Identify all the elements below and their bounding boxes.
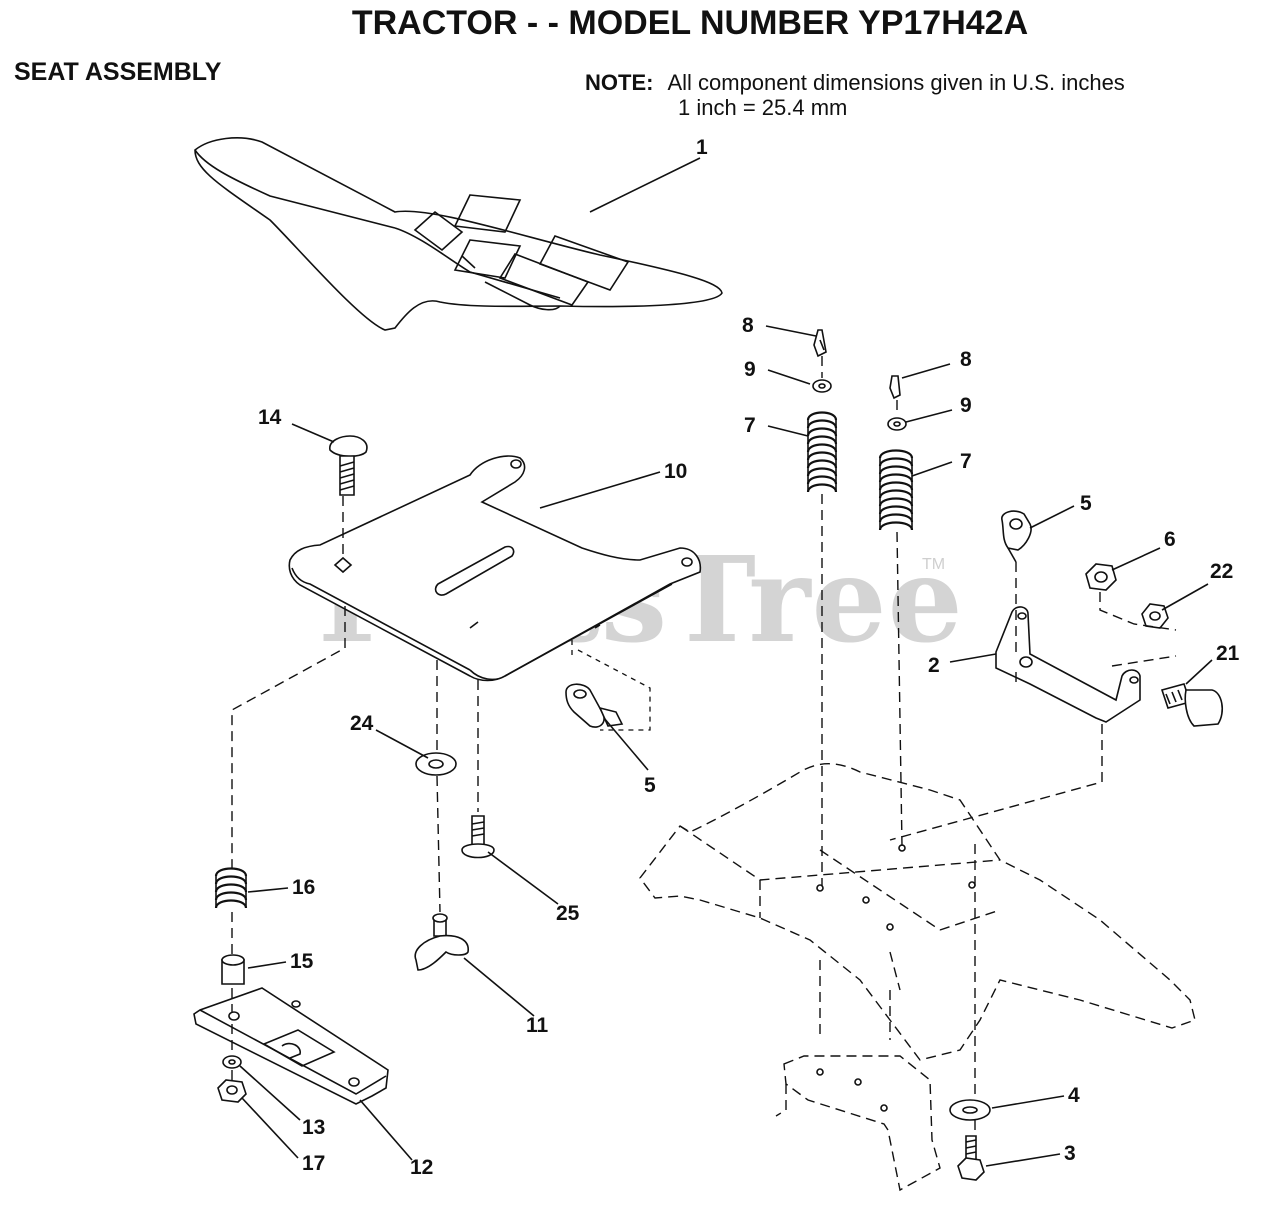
note-line-1: All component dimensions given in U.S. i… [667,70,1125,95]
part-7-spring-left[interactable] [806,411,838,493]
callout-16: 16 [292,876,315,899]
section-title: SEAT ASSEMBLY [14,58,222,86]
callout-17: 17 [302,1152,325,1175]
callout-24: 24 [350,712,374,735]
callout-numbers: 1 10 14 8 9 7 8 9 7 5 6 22 21 2 5 24 25 … [258,136,1240,1179]
part-6-nut[interactable] [1085,563,1117,591]
part-4-washer[interactable] [949,1099,991,1121]
part-5-clip-lower[interactable] [565,683,624,728]
callout-2: 2 [928,654,940,677]
callout-10: 10 [664,460,687,483]
part-8-cotter-pin-right[interactable] [889,375,901,400]
callout-4: 4 [1068,1084,1080,1107]
callout-21: 21 [1216,642,1240,665]
part-21-shoulder-bolt[interactable] [1160,683,1224,727]
callout-8-left: 8 [742,314,754,337]
callout-8-right: 8 [960,348,972,371]
callout-7-left: 7 [744,414,756,437]
note-label: NOTE: [585,70,654,95]
part-9-washer-left[interactable] [812,379,832,393]
callout-15: 15 [290,950,314,973]
tractor-frame-dashed [639,763,1196,1192]
part-25-shoulder-bolt[interactable] [461,815,495,859]
callout-7-right: 7 [960,450,972,473]
callout-6: 6 [1164,528,1176,551]
callout-3: 3 [1064,1142,1076,1165]
callout-9-right: 9 [960,394,972,417]
callout-11: 11 [526,1014,549,1037]
callout-22: 22 [1210,560,1233,583]
callout-5-upper: 5 [1080,492,1092,515]
part-11-knob[interactable] [414,913,469,971]
dimension-note: NOTE: All component dimensions given in U… [585,70,1125,120]
part-2-bracket[interactable] [995,606,1141,723]
callout-9-left: 9 [744,358,756,381]
part-9-washer-right[interactable] [887,417,907,431]
callout-1: 1 [696,136,708,159]
part-10-seat-pan[interactable] [288,455,702,682]
callout-13: 13 [302,1116,325,1139]
part-12-mounting-plate[interactable] [193,987,389,1105]
part-17-nut[interactable] [217,1079,247,1103]
part-1-seat[interactable] [194,137,723,331]
part-15-spacer[interactable] [221,954,245,985]
part-22-lock-nut[interactable] [1141,603,1169,629]
part-14-carriage-bolt[interactable] [329,435,368,496]
callout-leaders [239,157,1213,1167]
part-7-spring-right[interactable] [878,449,914,531]
part-13-washer[interactable] [222,1055,242,1069]
clip-leader-dash [577,649,651,731]
callout-25: 25 [556,902,580,925]
part-24-washer[interactable] [415,752,457,776]
assembly-center-lines [231,356,1177,1134]
callout-12: 12 [410,1156,433,1179]
part-3-bolt[interactable] [957,1135,985,1181]
part-5-clip-upper[interactable] [1001,510,1032,563]
note-line-2: 1 inch = 25.4 mm [678,95,848,120]
watermark-trademark: TM [922,556,946,573]
part-16-spring[interactable] [214,867,248,909]
part-8-cotter-pin-left[interactable] [813,329,827,358]
page-title: TRACTOR - - MODEL NUMBER YP17H42A [351,4,1029,42]
callout-5-lower: 5 [644,774,656,797]
callout-14: 14 [258,406,282,429]
